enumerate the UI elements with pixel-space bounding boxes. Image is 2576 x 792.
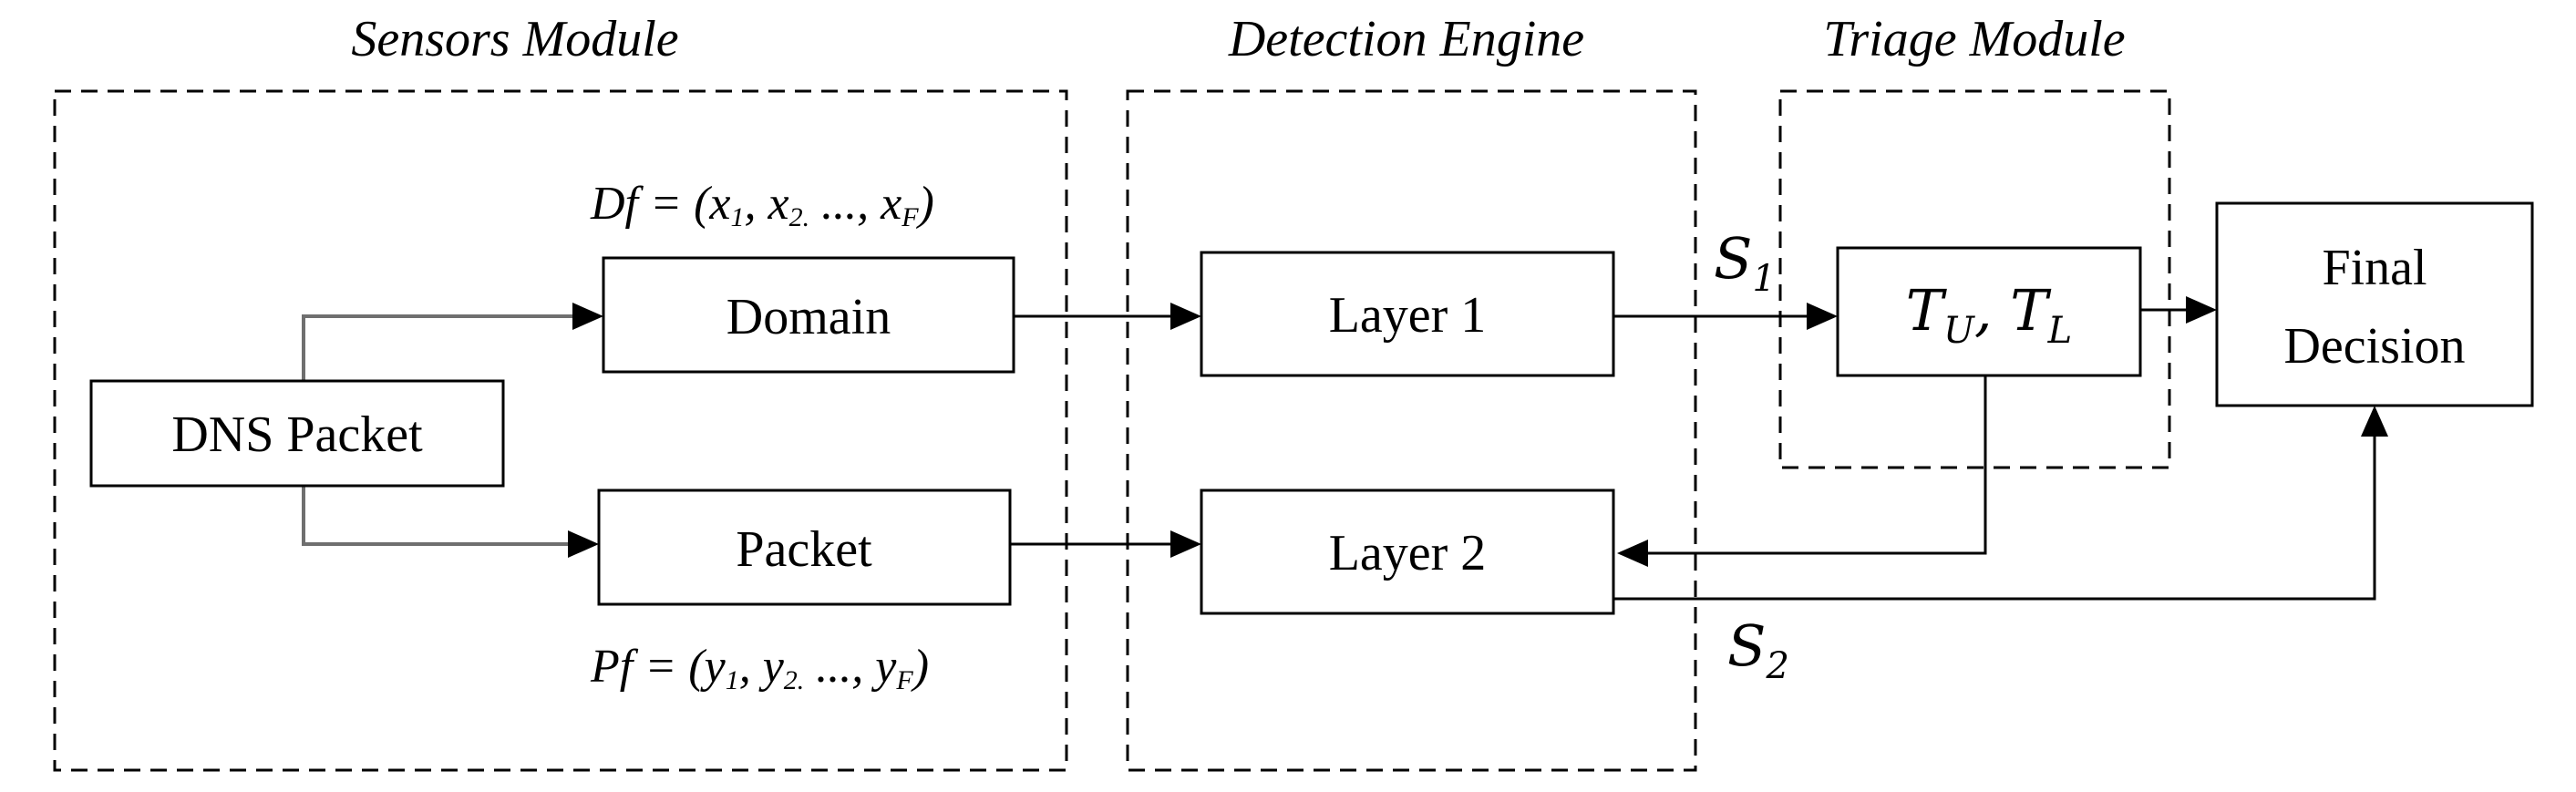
triage-to-final-arrowhead (2186, 296, 2217, 324)
packet-formula-subF: F (895, 665, 913, 695)
domain-node: Domain (602, 256, 1015, 374)
dns-packet-label: DNS Packet (171, 406, 423, 463)
domain-to-layer1-arrowhead (1170, 303, 1201, 330)
domain-formula-lhs: Df = (x (590, 178, 731, 230)
packet-formula-end: ) (911, 641, 929, 693)
threshold-lower-symbol: T (2010, 277, 2052, 344)
layer2-to-final-connector (1613, 436, 2376, 601)
dns-to-packet-arrowhead (568, 530, 599, 558)
threshold-upper-subscript: U (1943, 310, 1975, 352)
packet-node: Packet (597, 489, 1012, 606)
final-decision-node: Final Decision (2215, 201, 2534, 407)
triage-to-layer2-connector (1648, 375, 1987, 555)
dns-to-domain-arrowhead (572, 303, 603, 330)
domain-formula-subF: F (901, 202, 919, 232)
sensors-module-box (53, 89, 1068, 772)
packet-formula-sub1: 1 (726, 665, 739, 695)
s1-label: S1 (1714, 225, 1776, 300)
detection-engine-box (1126, 89, 1697, 772)
final-decision-label-line2: Decision (2283, 318, 2465, 375)
thresholds-label: TU, TL (1906, 277, 2072, 352)
final-decision-label-line1: Final (2322, 240, 2427, 296)
thresholds-node: TU, TL (1836, 246, 2142, 377)
packet-features-formula: Pf = (y1, y2. ..., yF) (590, 641, 929, 695)
s2-subscript: 2 (1765, 645, 1788, 687)
domain-formula-end: ) (916, 178, 934, 230)
packet-label: Packet (736, 521, 872, 578)
layer1-node: Layer 1 (1200, 251, 1615, 377)
domain-formula-sub2: 2. (789, 202, 810, 232)
dns-packet-node: DNS Packet (89, 379, 505, 488)
threshold-lower-subscript: L (2047, 310, 2073, 352)
domain-formula-sub1: 1 (731, 202, 745, 232)
domain-features-formula: Df = (x1, x2. ..., xF) (590, 178, 934, 232)
packet-formula-sub2: 2. (784, 665, 805, 695)
s2-label: S2 (1727, 612, 1789, 687)
domain-formula-mid2: ..., x (809, 178, 902, 230)
dns-to-domain-connector (302, 314, 574, 381)
domain-label: Domain (726, 289, 891, 345)
layer1-label: Layer 1 (1329, 287, 1487, 344)
domain-formula-mid1: , x (745, 178, 789, 230)
triage-module-title: Triage Module (1823, 11, 2125, 67)
layer2-node: Layer 2 (1200, 489, 1615, 615)
packet-formula-lhs: Pf = (y (590, 641, 726, 693)
layer1-to-triage-arrowhead (1807, 303, 1838, 330)
triage-to-layer2-arrowhead (1617, 540, 1648, 567)
triage-module-box (1778, 89, 2171, 469)
layer2-to-final-arrowhead (2361, 406, 2388, 437)
threshold-upper-symbol: T (1906, 277, 1948, 344)
detection-engine-title: Detection Engine (1228, 11, 1584, 67)
layer2-label: Layer 2 (1329, 525, 1487, 581)
dns-to-packet-connector (302, 485, 570, 546)
s1-subscript: 1 (1752, 258, 1775, 300)
packet-to-layer2-arrowhead (1170, 530, 1201, 558)
sensors-module-title: Sensors Module (351, 11, 678, 67)
packet-formula-mid2: ..., y (804, 641, 897, 693)
s2-symbol: S (1727, 612, 1766, 679)
packet-formula-mid1: , y (739, 641, 785, 693)
s1-symbol: S (1714, 225, 1752, 292)
threshold-separator: , (1974, 277, 2010, 344)
